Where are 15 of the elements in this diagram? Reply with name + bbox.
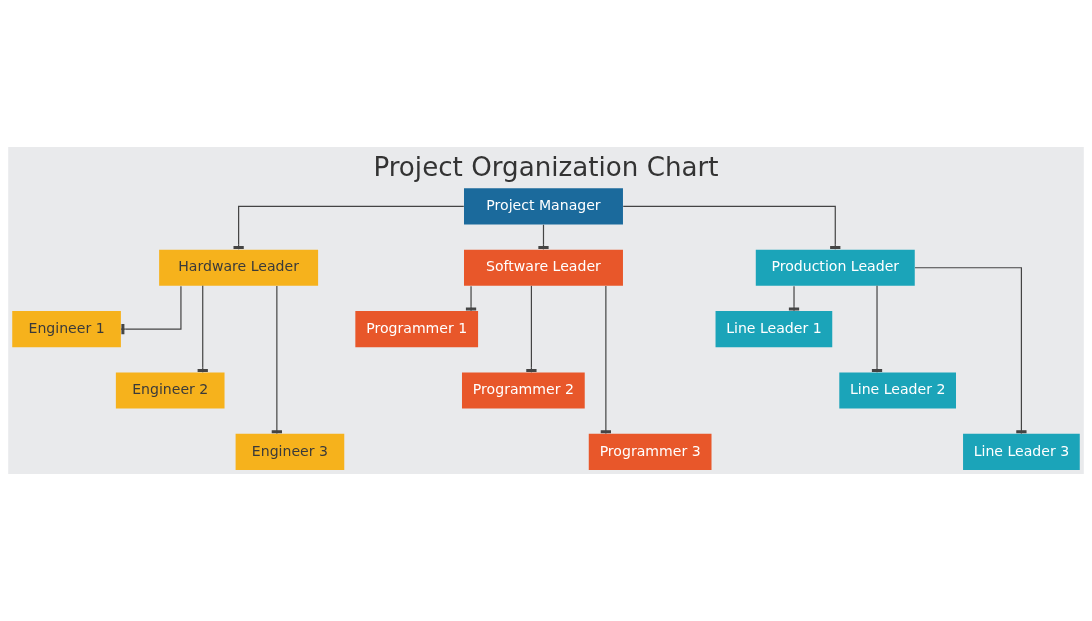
node-box: Engineer 2 [115, 372, 225, 409]
node-box: Programmer 2 [462, 372, 585, 409]
node-box: Line Leader 2 [839, 372, 956, 409]
node-box: Line Leader 3 [963, 433, 1080, 470]
node-box: Programmer 1 [355, 311, 479, 348]
node-box: Production Leader [755, 249, 915, 286]
connector [914, 267, 1027, 435]
node-box: Software Leader [464, 249, 623, 286]
node-box: Engineer 1 [12, 311, 121, 348]
node-box: Engineer 3 [235, 433, 345, 470]
node-box: Project Manager [464, 188, 623, 225]
node-box: Hardware Leader [159, 249, 319, 286]
diagram-title: Project Organization Chart [373, 151, 719, 182]
node-box: Programmer 3 [588, 433, 712, 470]
node-box: Line Leader 1 [715, 311, 833, 348]
